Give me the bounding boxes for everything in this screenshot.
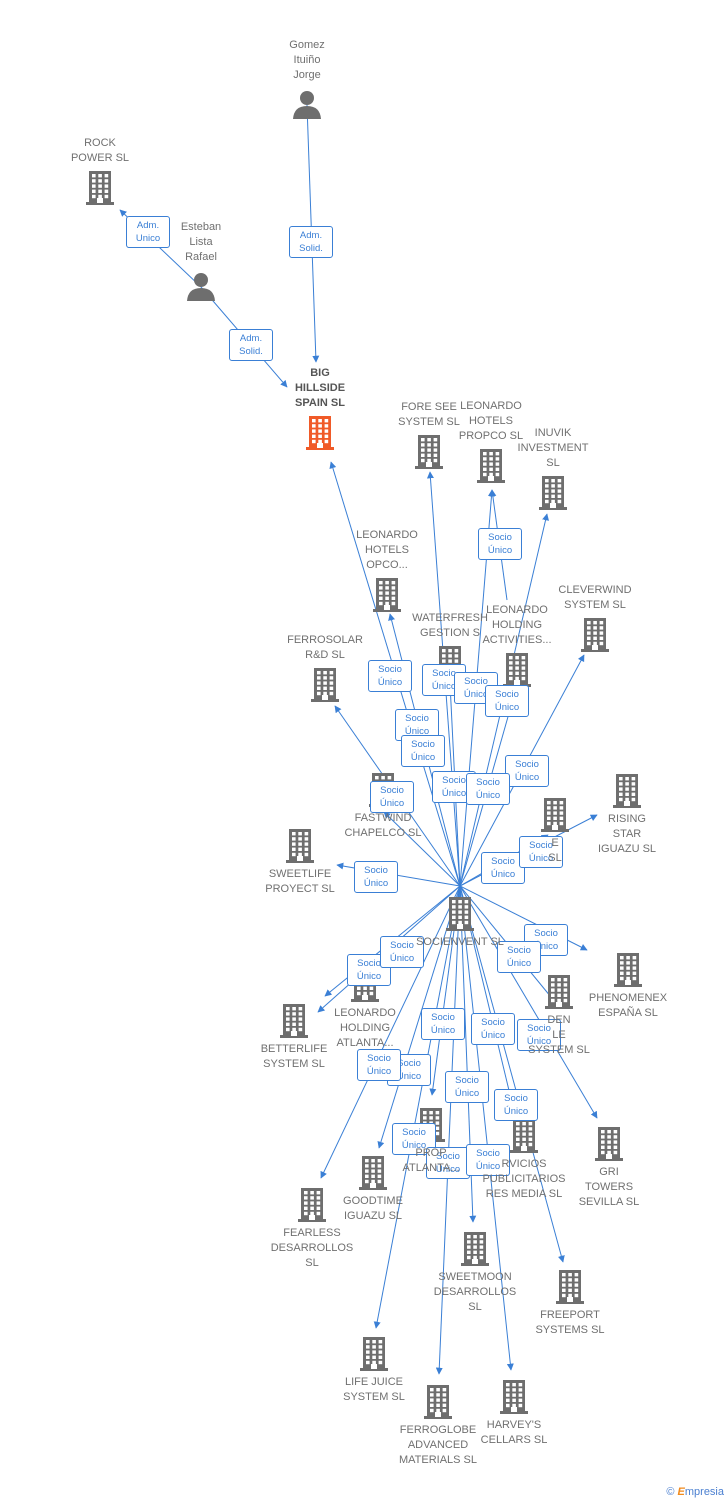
node-label-leo_propco[interactable]: LEONARDO HOTELS PROPCO SL (458, 400, 524, 442)
node-label-cleverwind[interactable]: CLEVERWIND SYSTEM SL (558, 584, 632, 611)
edge-label-socienvent-to-inuvik[interactable]: Socio Único (485, 685, 529, 717)
building-icon[interactable] (298, 1188, 326, 1222)
building-icon[interactable] (500, 1380, 528, 1414)
edge-label-socienvent-to-ferrosolar[interactable]: Socio Único (370, 781, 414, 813)
edge-label-socienvent-to-rising[interactable]: Socio Único (519, 836, 563, 868)
building-icon[interactable] (461, 1232, 489, 1266)
edge-label-socienvent-to-leo_prop_atl[interactable]: Socio Único (421, 1008, 465, 1040)
building-icon[interactable] (359, 1156, 387, 1190)
building-icon[interactable] (280, 1004, 308, 1038)
edge-label-socienvent-to-gri[interactable]: Socio Único (517, 1019, 561, 1051)
edge-socienvent-to-fastwind (383, 811, 461, 887)
edge-socienvent-to-lifejuice (373, 885, 461, 1329)
node-label-servicios[interactable]: RVICIOS PUBLICITARIOS RES MEDIA SL (482, 1158, 566, 1200)
node-label-rising[interactable]: RISING STAR IGUAZU SL (597, 813, 657, 855)
edge-label-socienvent-to-freeport[interactable]: Socio Único (494, 1089, 538, 1121)
person-icon[interactable] (293, 91, 321, 119)
edge-socienvent-to-ferroglobe (435, 885, 461, 1375)
node-label-gomez[interactable]: Gomez Ituiño Jorge (289, 39, 325, 81)
building-icon[interactable] (415, 435, 443, 469)
building-icon[interactable] (613, 774, 641, 808)
building-icon[interactable] (311, 668, 339, 702)
building-icon[interactable] (360, 1337, 388, 1371)
building-icon[interactable] (614, 953, 642, 987)
copyright-symbol: © (666, 1486, 675, 1498)
edge-label-socienvent-to-waterfresh[interactable]: Socio Único (401, 735, 445, 767)
node-label-leo_activities[interactable]: LEONARDO HOLDING ACTIVITIES... (482, 604, 552, 646)
edge-label-socienvent-to-sweetmoon[interactable]: Socio Único (445, 1071, 489, 1103)
edge-socienvent-to-gri (459, 885, 598, 1119)
building-icon[interactable] (581, 618, 609, 652)
node-label-betterlife[interactable]: BETTERLIFE SYSTEM SL (260, 1043, 328, 1070)
building-icon[interactable] (539, 476, 567, 510)
edge-label-esteban-to-bighill[interactable]: Adm. Solid. (229, 329, 273, 361)
node-label-fearless[interactable]: FEARLESS DESARROLLOS SL (270, 1227, 354, 1269)
edge-label-socienvent-to-anon1[interactable]: Socio Único (481, 852, 525, 884)
edge-label-socienvent-to-sweetlife[interactable]: Socio Único (354, 861, 398, 893)
edge-label-socienvent-to-golden[interactable]: Socio Único (497, 941, 541, 973)
node-label-ferrosolar[interactable]: FERROSOLAR R&D SL (287, 634, 363, 661)
edge-label-socienvent-to-servicios[interactable]: Socio Único (471, 1013, 515, 1045)
edge-label-socienvent-to-bighill[interactable]: Socio Único (368, 660, 412, 692)
edge-label-gomez-to-bighill[interactable]: Adm. Solid. (289, 226, 333, 258)
building-icon[interactable] (286, 829, 314, 863)
building-icon[interactable] (595, 1127, 623, 1161)
node-label-foresee[interactable]: FORE SEE SYSTEM SL (398, 401, 460, 428)
edge-socienvent-to-harveys (459, 885, 514, 1371)
building-icon[interactable] (510, 1119, 538, 1153)
edge-label-leo_activities-to-leo_propco[interactable]: Socio Único (478, 528, 522, 560)
node-label-freeport[interactable]: FREEPORT SYSTEMS SL (535, 1309, 605, 1336)
node-label-lifejuice[interactable]: LIFE JUICE SYSTEM SL (343, 1376, 405, 1403)
node-label-leo_atlanta[interactable]: LEONARDO HOLDING ATLANTA... (334, 1007, 396, 1049)
edge-label-socienvent-to-cleverwind[interactable]: Socio Único (505, 755, 549, 787)
building-icon[interactable] (373, 578, 401, 612)
edge-socienvent-to-fearless (320, 885, 461, 1179)
node-label-harveys[interactable]: HARVEY'S CELLARS SL (480, 1419, 548, 1446)
node-label-goodtime[interactable]: GOODTIME IGUAZU SL (343, 1195, 403, 1222)
node-label-inuvik[interactable]: INUVIK INVESTMENT SL (517, 427, 589, 469)
node-label-sweetlife[interactable]: SWEETLIFE PROYECT SL (265, 868, 335, 895)
edge-label-esteban-to-rock[interactable]: Adm. Unico (126, 216, 170, 248)
edge-socienvent-to-freeport (459, 885, 565, 1263)
brand-rest: mpresia (684, 1486, 724, 1498)
node-label-ferroglobe[interactable]: FERROGLOBE ADVANCED MATERIALS SL (398, 1424, 478, 1466)
node-label-anon1[interactable]: E SL (548, 837, 562, 864)
building-icon[interactable] (86, 171, 114, 205)
node-label-waterfresh[interactable]: WATERFRESH GESTION S (412, 612, 488, 639)
node-label-bighill[interactable]: BIG HILLSIDE SPAIN SL (294, 367, 346, 409)
node-label-fastwind[interactable]: FASTWIND CHAPELCO SL (344, 812, 422, 839)
node-label-esteban[interactable]: Esteban Lista Rafael (180, 221, 222, 263)
building-icon[interactable] (306, 416, 334, 450)
building-icon[interactable] (424, 1385, 452, 1419)
node-label-leo_opco[interactable]: LEONARDO HOTELS OPCO... (356, 529, 418, 571)
person-icon[interactable] (187, 273, 215, 301)
building-icon[interactable] (503, 653, 531, 687)
edge-label-socienvent-to-harveys[interactable]: Socio Único (466, 1144, 510, 1176)
node-label-phenomenex[interactable]: PHENOMENEX ESPAÑA SL (588, 992, 668, 1019)
footer-brand: © Empresia (666, 1486, 724, 1498)
edge-label-socienvent-to-fearless[interactable]: Socio Único (357, 1049, 401, 1081)
building-icon[interactable] (545, 975, 573, 1009)
edge-label-socienvent-to-fastwind[interactable]: Socio Único (466, 773, 510, 805)
node-label-sweetmoon[interactable]: SWEETMOON DESARROLLOS SL (433, 1271, 517, 1313)
building-icon[interactable] (541, 798, 569, 832)
building-icon[interactable] (556, 1270, 584, 1304)
building-icon[interactable] (477, 449, 505, 483)
node-label-socienvent[interactable]: SOCIENVENT SL (416, 936, 504, 948)
node-label-golden[interactable]: DEN LE SYSTEM SL (528, 1014, 590, 1056)
node-label-gri[interactable]: GRI TOWERS SEVILLA SL (578, 1166, 640, 1208)
node-label-leo_prop_atl[interactable]: PROP ATLANTA... (402, 1147, 460, 1174)
brand-e: E (677, 1486, 685, 1498)
edge-label-socienvent-to-betterlife[interactable]: Socio Único (380, 936, 424, 968)
node-label-rock[interactable]: ROCK POWER SL (70, 137, 130, 164)
building-icon[interactable] (446, 897, 474, 931)
